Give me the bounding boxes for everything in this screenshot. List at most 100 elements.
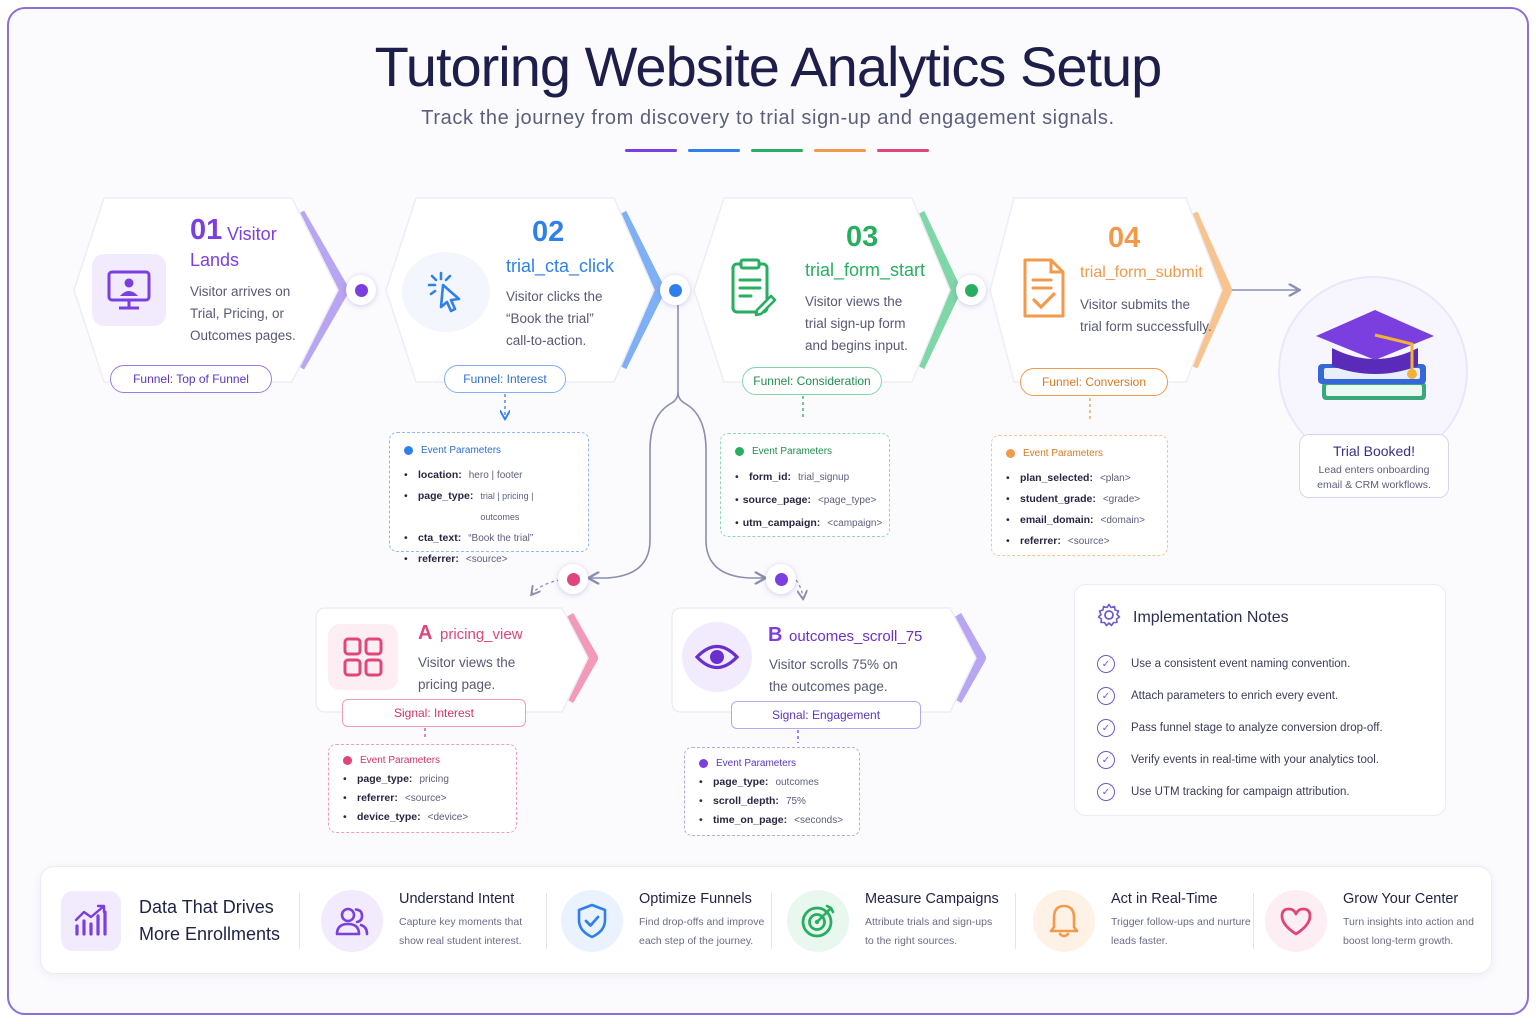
param-value: <seconds> — [794, 815, 844, 826]
desc-line: call-to-action. — [506, 333, 587, 348]
param-value: <source> — [1067, 536, 1110, 547]
stage-name-line1: Visitor — [227, 224, 277, 244]
signal-event-name: pricing_view — [440, 626, 523, 643]
grid-icon — [328, 624, 398, 690]
note-item: ✓Verify events in real-time with your an… — [1097, 744, 1423, 776]
param-value: “Book the trial” — [468, 533, 534, 544]
param-row: •source_page:<page_type> — [735, 489, 876, 512]
check-circle-icon: ✓ — [1097, 783, 1115, 801]
benefit-desc-line2: each step of the journey. — [639, 935, 754, 947]
desc-line: Visitor submits the — [1080, 297, 1191, 312]
stage-card-03: 03 trial_form_start Visitor views the tr… — [690, 196, 975, 384]
param-key: page_type: — [357, 773, 413, 785]
note-item: ✓Use UTM tracking for campaign attributi… — [1097, 776, 1423, 808]
note-item: ✓Pass funnel stage to analyze conversion… — [1097, 712, 1423, 744]
stage-card-shape — [73, 197, 349, 383]
signal-description: Visitor scrolls 75% on the outcomes page… — [769, 654, 898, 698]
page-subtitle: Track the journey from discovery to tria… — [421, 107, 1115, 129]
param-key: page_type: — [417, 490, 474, 502]
benefit-desc-line2: show real student interest. — [399, 935, 522, 947]
stage-description: Visitor clicks the “Book the trial” call… — [506, 286, 603, 352]
param-value: <source> — [465, 554, 508, 565]
stage-number: 01 — [190, 214, 223, 246]
stage-name-line2: Lands — [190, 250, 240, 270]
target-icon — [787, 890, 849, 952]
benefit-item-measure-campaigns: Measure Campaigns Attribute trials and s… — [787, 867, 999, 975]
desc-line: pricing page. — [418, 677, 496, 692]
benefit-item-understand-intent: Understand Intent Capture key moments th… — [321, 867, 522, 975]
stage-card-shape — [385, 197, 665, 383]
funnel-pill-interest: Funnel: Interest — [444, 365, 566, 393]
param-key: time_on_page: — [713, 814, 788, 826]
desc-line: and begins input. — [805, 338, 908, 353]
params-title: Event Parameters — [716, 758, 797, 769]
connector-dot-3 — [956, 275, 986, 305]
stage-card-04: 04 trial_form_submit Visitor submits the… — [986, 196, 1236, 384]
stage-name: Visitor — [227, 224, 277, 245]
benefit-desc-line1: Capture key moments that — [399, 916, 523, 928]
color-bar-blue — [688, 149, 740, 152]
param-value: <plan> — [1099, 473, 1131, 484]
event-params-outcomes-scroll-75: Event Parameters •page_type:outcomes •sc… — [684, 747, 860, 836]
funnel-pill-conversion: Funnel: Conversion — [1020, 368, 1168, 396]
note-text: Pass funnel stage to analyze conversion … — [1131, 722, 1383, 734]
color-bar-purple — [625, 149, 677, 152]
stage-description: Visitor views the trial sign-up form and… — [805, 291, 908, 357]
event-params-trial-cta-click: Event Parameters •location:hero | footer… — [389, 432, 589, 565]
stage-event-name: trial_form_start — [805, 260, 926, 280]
headline-line2: More Enrollments — [139, 924, 281, 944]
desc-line: Visitor clicks the — [506, 289, 603, 304]
divider — [299, 893, 300, 949]
page-title: Tutoring Website Analytics Setup — [374, 35, 1163, 98]
param-row: •cta_text:“Book the trial” — [404, 528, 574, 549]
benefit-item-optimize-funnels: Optimize Funnels Find drop-offs and impr… — [561, 867, 764, 975]
desc-line: “Book the trial” — [506, 311, 594, 326]
param-row: •plan_selected:<plan> — [1006, 468, 1153, 489]
param-key: cta_text: — [418, 532, 462, 544]
trial-booked-desc-line2: email & CRM workflows. — [1317, 479, 1431, 491]
param-key: form_id: — [749, 471, 791, 483]
monitor-user-icon — [92, 254, 166, 326]
param-key: utm_campaign: — [742, 517, 821, 529]
benefits-bar: Data That Drives More Enrollments Unders… — [40, 866, 1492, 974]
connector-dot-branch-b — [766, 564, 796, 594]
heart-icon — [1265, 890, 1327, 952]
stage-card-shape — [693, 197, 961, 383]
desc-line: trial form successfully. — [1080, 319, 1212, 334]
divider — [771, 893, 772, 949]
param-value: outcomes — [775, 777, 819, 788]
stage-card-01: 01 Visitor Lands Visitor arrives on Tria… — [70, 196, 355, 384]
param-key: source_page: — [742, 494, 811, 506]
param-value: <campaign> — [827, 518, 883, 529]
benefit-title: Act in Real-Time — [1111, 891, 1218, 907]
param-key: referrer: — [418, 553, 459, 565]
stage-event-name: trial_cta_click — [506, 256, 615, 276]
benefit-desc-line1: Find drop-offs and improve — [639, 916, 765, 928]
color-bars — [625, 149, 929, 152]
param-value: <domain> — [1100, 515, 1146, 526]
note-text: Verify events in real-time with your ana… — [1131, 754, 1379, 766]
bell-icon — [1033, 890, 1095, 952]
event-params-pricing-view: Event Parameters •page_type:pricing •ref… — [328, 744, 517, 833]
check-circle-icon: ✓ — [1097, 655, 1115, 673]
note-item: ✓Use a consistent event naming conventio… — [1097, 648, 1423, 680]
stage-number: 03 — [846, 221, 879, 253]
divider — [1253, 893, 1254, 949]
benefit-title: Measure Campaigns — [865, 891, 999, 907]
desc-line: Trial, Pricing, or — [190, 306, 285, 321]
param-key: location: — [418, 469, 462, 481]
params-header: Event Parameters — [404, 445, 574, 456]
connector-dot-branch-a — [558, 564, 588, 594]
trial-booked-title: Trial Booked! — [1333, 443, 1415, 459]
desc-line: Visitor arrives on — [190, 284, 291, 299]
benefits-headline: Data That Drives More Enrollments — [61, 867, 280, 975]
param-value: <device> — [427, 812, 469, 823]
param-key: scroll_depth: — [713, 795, 779, 807]
signal-description: Visitor views the pricing page. — [418, 652, 515, 696]
params-header: Event Parameters — [343, 755, 502, 766]
headline-line1: Data That Drives — [139, 897, 274, 917]
color-bar-orange — [814, 149, 866, 152]
connector-dot-1 — [346, 275, 376, 305]
desc-line: trial sign-up form — [805, 316, 906, 331]
